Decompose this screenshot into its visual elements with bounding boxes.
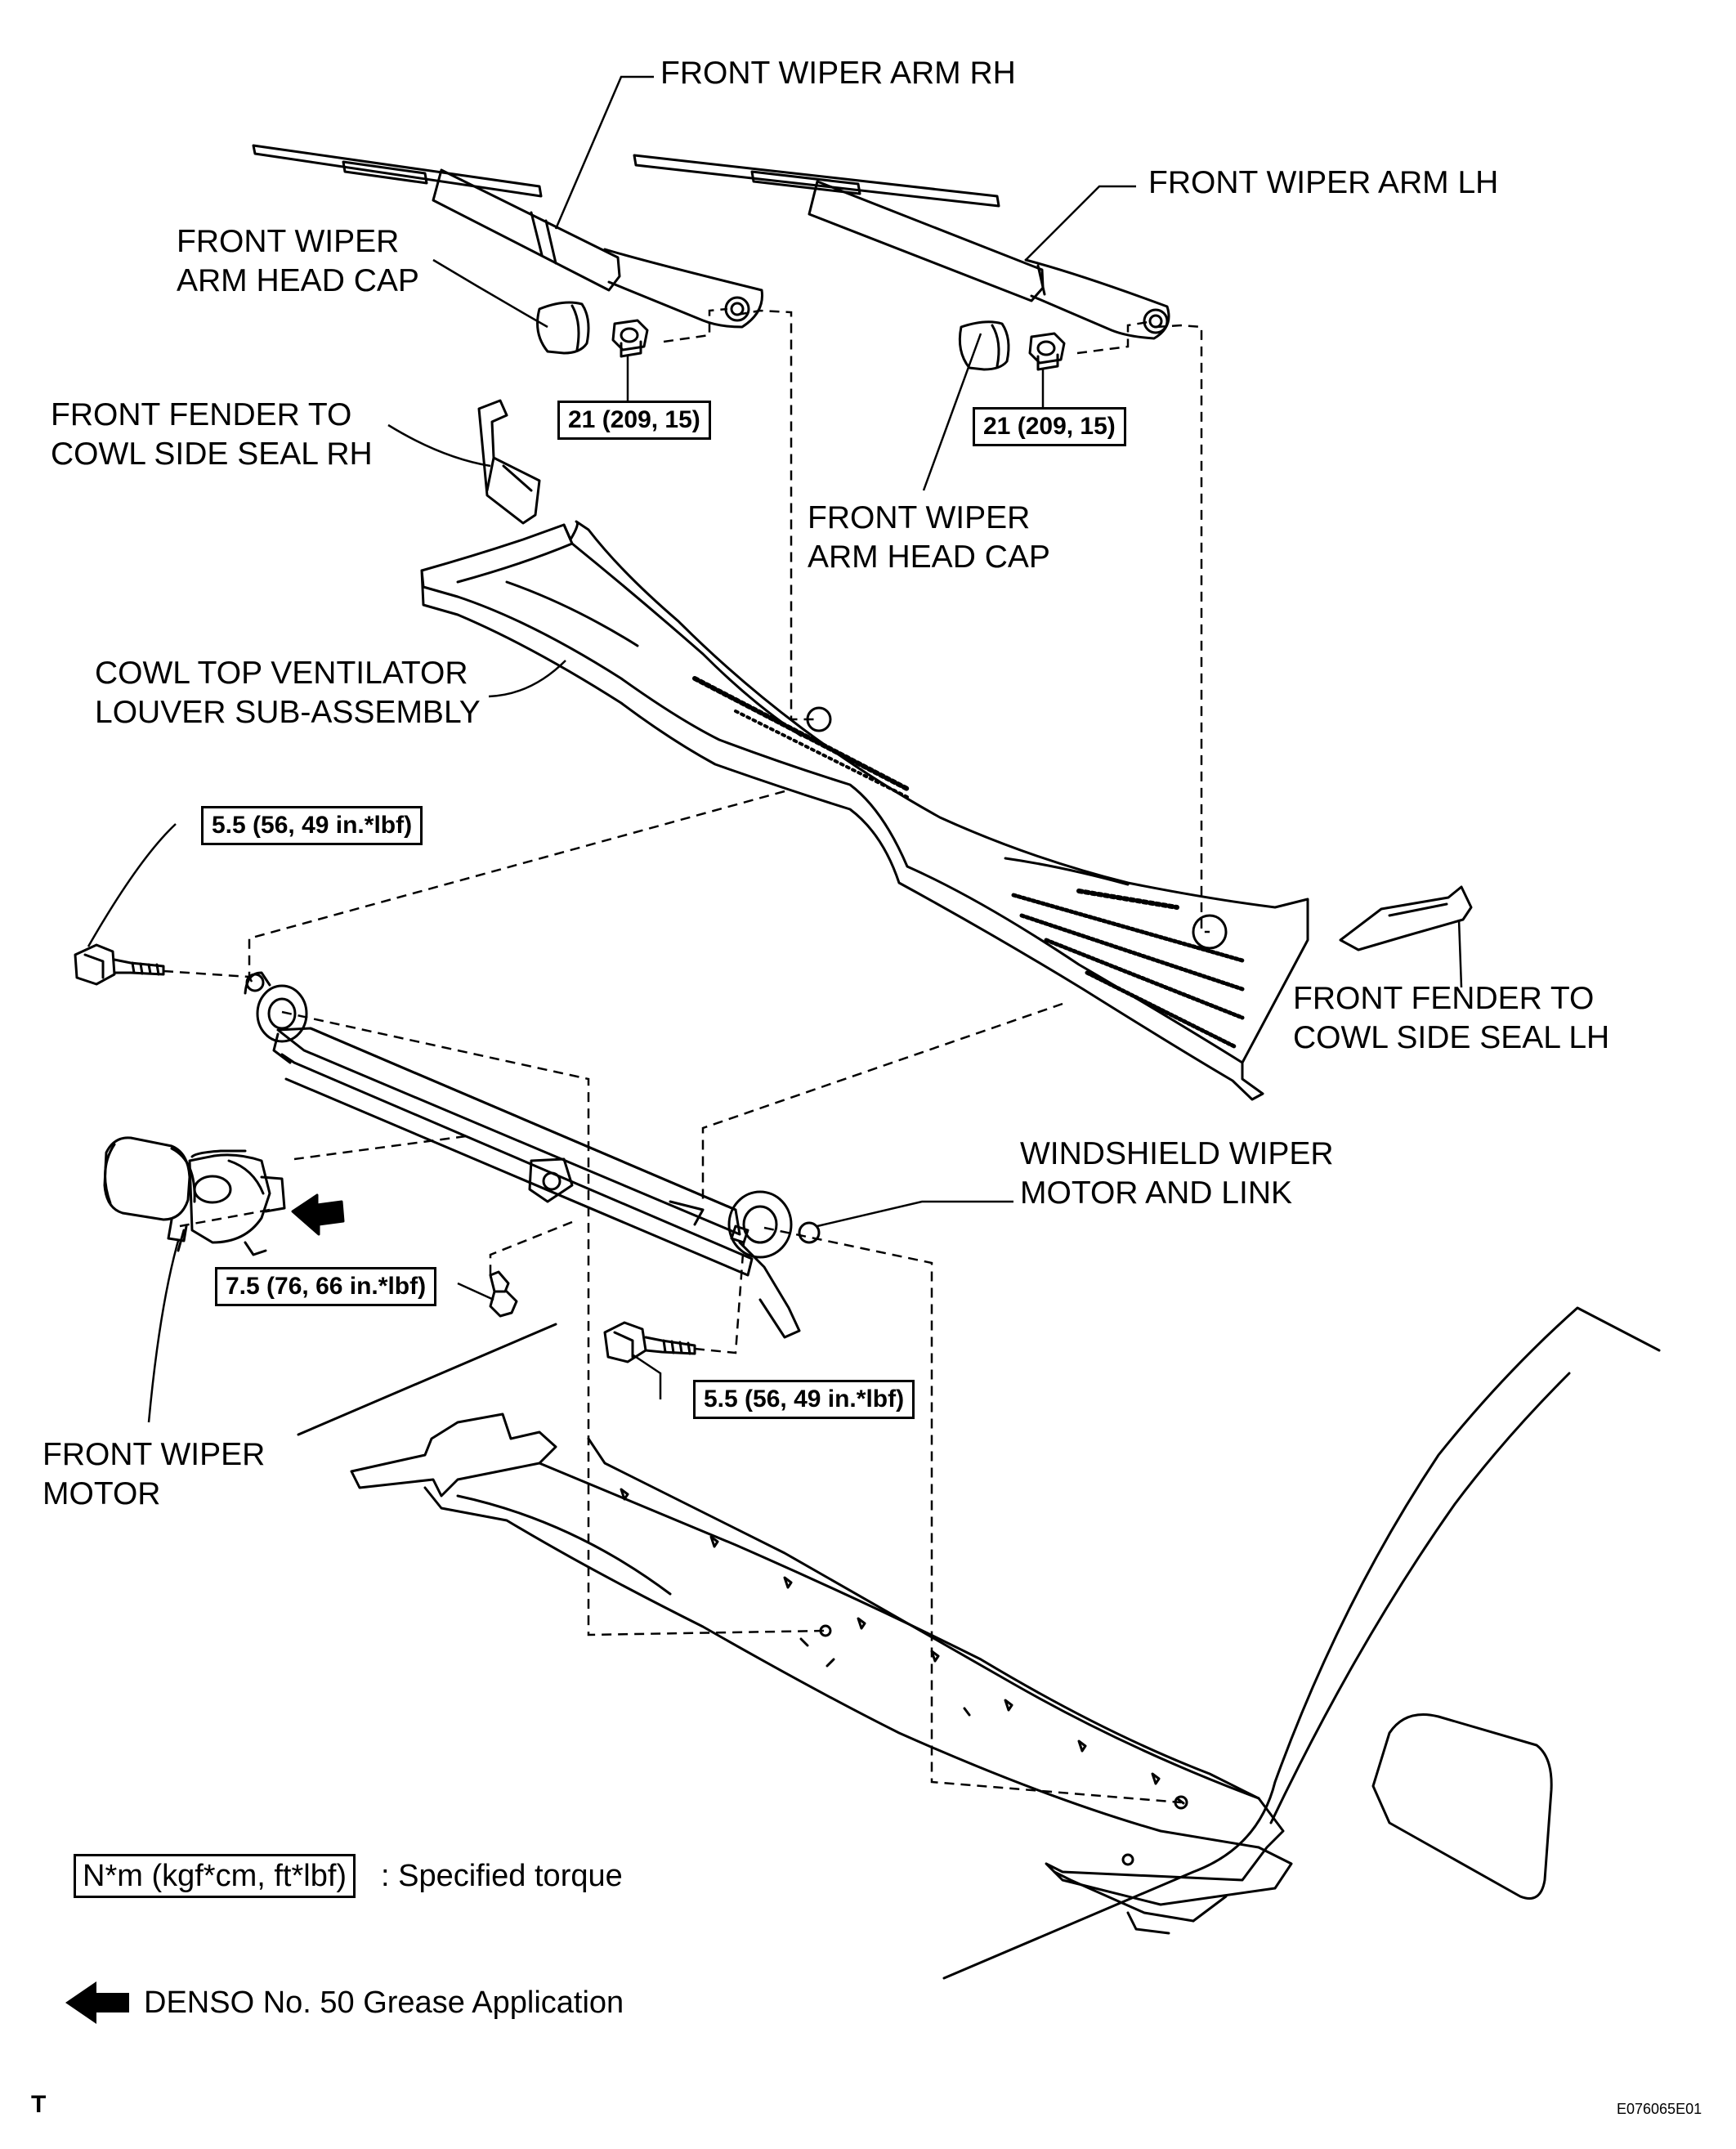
label-head-cap-rh: FRONT WIPER ARM HEAD CAP: [177, 222, 419, 301]
label-front-wiper-arm-lh: FRONT WIPER ARM LH: [1148, 165, 1499, 200]
bolt-right-part: [603, 1321, 696, 1363]
label-line: MOTOR AND LINK: [1020, 1175, 1293, 1211]
label-line: FRONT WIPER: [808, 500, 1031, 535]
legend-grease-arrow-icon: [65, 1981, 129, 2024]
vehicle-body-cowl-panel: [297, 1306, 1661, 1980]
legend-grease-text: DENSO No. 50 Grease Application: [144, 1986, 624, 2020]
label-line: ARM HEAD CAP: [177, 263, 419, 298]
torque-bolt-left: 5.5 (56, 49 in.*lbf): [201, 806, 423, 845]
label-line: COWL SIDE SEAL RH: [51, 437, 373, 472]
label-line: COWL SIDE SEAL LH: [1293, 1020, 1610, 1055]
label-head-cap-lh: FRONT WIPER ARM HEAD CAP: [808, 499, 1050, 577]
corner-code: T: [31, 2091, 47, 2118]
cowl-side-seal-rh-part: [477, 399, 541, 525]
legend-torque-text: : Specified torque: [381, 1859, 623, 1893]
front-wiper-arm-rh-part: [252, 144, 763, 329]
label-line: WINDSHIELD WIPER: [1020, 1136, 1334, 1171]
label-line: LOUVER SUB-ASSEMBLY: [95, 695, 481, 730]
front-wiper-motor-part: [103, 1136, 286, 1256]
label-line: FRONT FENDER TO: [51, 397, 352, 432]
label-seal-rh: FRONT FENDER TO COWL SIDE SEAL RH: [51, 396, 373, 474]
label-line: FRONT FENDER TO: [1293, 981, 1595, 1016]
label-line: ARM HEAD CAP: [808, 539, 1050, 575]
label-seal-lh: FRONT FENDER TO COWL SIDE SEAL LH: [1293, 979, 1609, 1058]
label-louver: COWL TOP VENTILATOR LOUVER SUB-ASSEMBLY: [95, 654, 481, 732]
wiper-arm-nut-lh-part: [1028, 332, 1066, 371]
arm-head-cap-lh-part: [958, 320, 1010, 371]
bolt-motor-part: [489, 1270, 518, 1318]
wiper-motor-and-link-part: [244, 971, 821, 1339]
label-line: MOTOR: [43, 1476, 161, 1511]
label-motor-link: WINDSHIELD WIPER MOTOR AND LINK: [1020, 1135, 1334, 1213]
cowl-side-seal-lh-part: [1339, 885, 1473, 951]
torque-nut-rh: 21 (209, 15): [557, 401, 711, 440]
legend-torque-box: N*m (kgf*cm, ft*lbf): [74, 1854, 356, 1898]
label-line: COWL TOP VENTILATOR: [95, 656, 468, 691]
label-front-wiper-motor: FRONT WIPER MOTOR: [43, 1435, 265, 1514]
image-id: E076065E01: [1617, 2101, 1702, 2117]
arm-head-cap-rh-part: [536, 301, 590, 355]
front-wiper-arm-lh-part: [633, 154, 1170, 340]
torque-bolt-motor: 7.5 (76, 66 in.*lbf): [215, 1267, 437, 1306]
cowl-top-ventilator-louver-part: [420, 520, 1309, 1101]
wiper-arm-nut-rh-part: [611, 319, 649, 358]
bolt-left-part: [74, 943, 165, 986]
torque-bolt-right: 5.5 (56, 49 in.*lbf): [693, 1380, 915, 1419]
grease-application-arrow: [291, 1193, 345, 1236]
torque-nut-lh: 21 (209, 15): [973, 407, 1126, 446]
label-line: FRONT WIPER: [43, 1437, 266, 1472]
label-line: FRONT WIPER: [177, 224, 400, 259]
label-front-wiper-arm-rh: FRONT WIPER ARM RH: [660, 56, 1016, 91]
